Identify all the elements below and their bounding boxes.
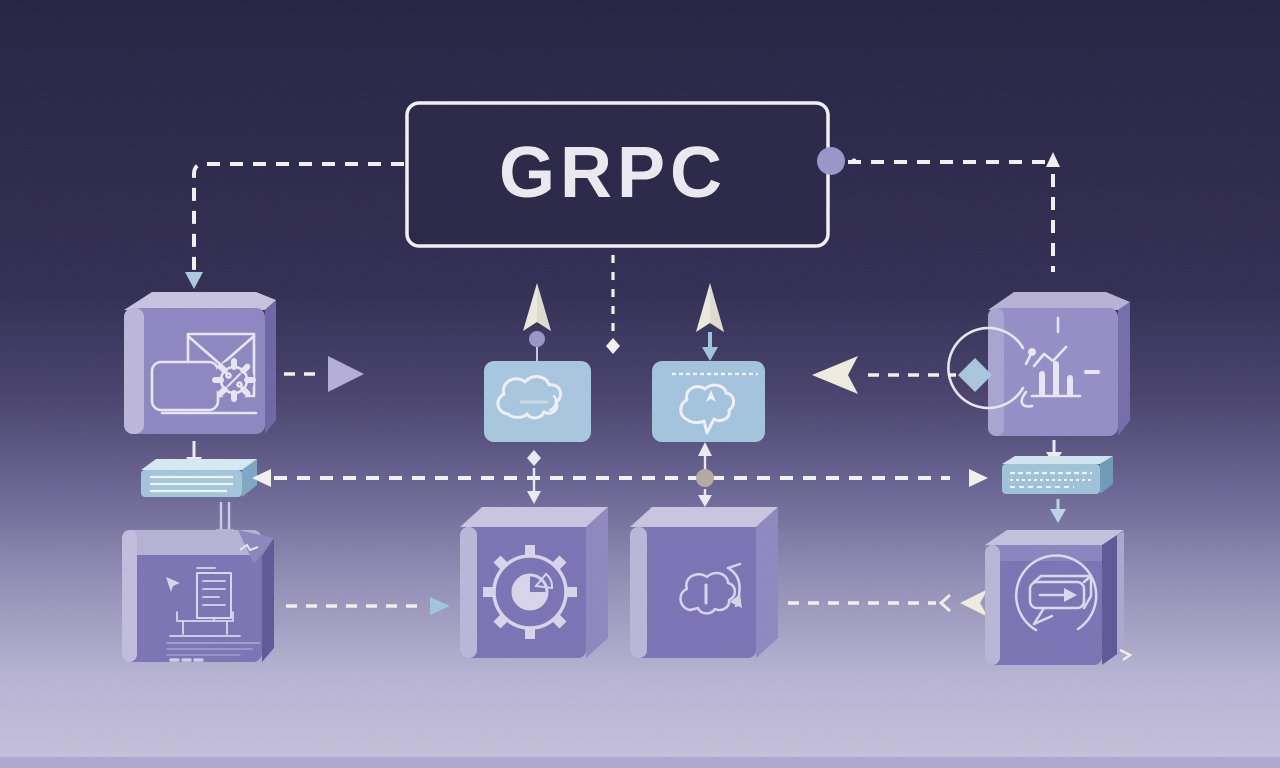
grpc-architecture-diagram: GRPC [0,0,1280,768]
film-grain-overlay [0,0,1280,768]
